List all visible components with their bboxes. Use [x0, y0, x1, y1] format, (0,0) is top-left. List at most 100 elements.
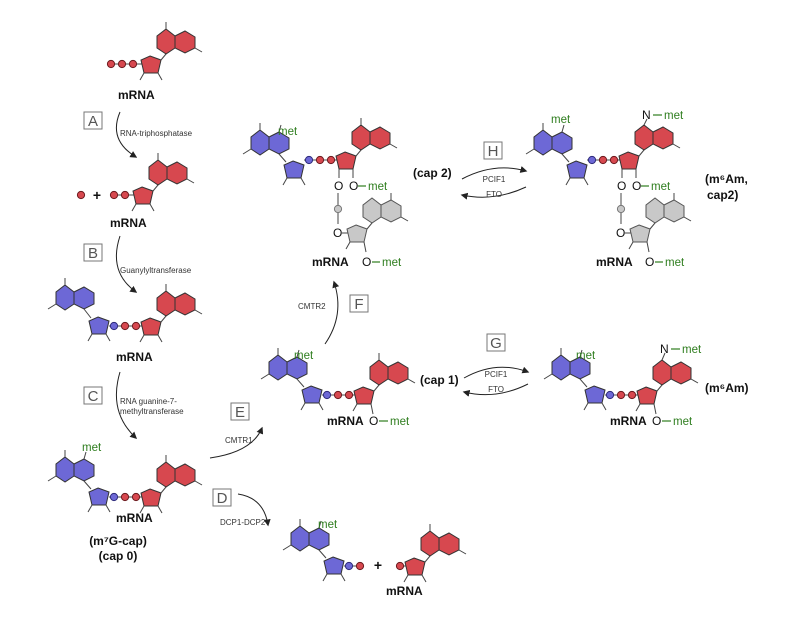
adenosine-nucleotide: [137, 22, 203, 81]
step-e-arrow: [209, 426, 264, 459]
met-label: met: [576, 350, 596, 362]
mrna-label: mRNA: [116, 511, 153, 525]
o-label: O: [349, 179, 358, 193]
m7g-nucleotide: [525, 123, 589, 186]
step-d-enzyme: DCP1-DCP2: [220, 518, 266, 527]
o-label: O: [333, 226, 342, 240]
n-label: N: [660, 342, 669, 356]
o-label: O: [645, 255, 654, 269]
step-c-label: C: [88, 388, 99, 405]
o-label: O: [334, 179, 343, 193]
triphosphate-bridge: [109, 321, 143, 331]
monophosphate-mrna: [395, 524, 467, 583]
adenosine-nucleotide: [139, 455, 203, 514]
met-label: met: [382, 257, 402, 269]
mrna-label: mRNA: [327, 414, 364, 428]
step-b-enzyme: Guanylyltransferase: [120, 266, 192, 275]
free-phosphate: [76, 190, 86, 200]
o-label: O: [617, 179, 626, 193]
m7g-nucleotide: [242, 123, 306, 186]
step-g-box: [486, 333, 506, 352]
o-label: O: [652, 414, 661, 428]
adenosine-nucleotide: [129, 153, 195, 212]
met-label: met: [673, 416, 693, 428]
step-g-label: G: [490, 335, 502, 352]
cap2-label: (cap 2): [413, 166, 452, 180]
step-g-reverse-enzyme: FTO: [488, 385, 504, 394]
mrna-diphosphate-molecule: + mRNA: [76, 153, 195, 230]
step-a-arrow: [116, 111, 138, 158]
step-b-label: B: [88, 245, 98, 262]
met-label: met: [651, 181, 671, 193]
mrna-label: mRNA: [110, 216, 147, 230]
triphosphate-bridge: [304, 155, 338, 165]
m7g-nucleotide: [543, 348, 607, 411]
step-f-enzyme: CMTR2: [298, 302, 326, 311]
mrna-label: mRNA: [116, 350, 153, 364]
step-h: H PCIF1 FTO: [460, 141, 528, 200]
cap2-molecule: met O O met O: [242, 118, 452, 269]
step-b-arrow: [115, 235, 138, 293]
decapped-products: met + mRNA: [282, 519, 467, 598]
plus-sign: +: [93, 187, 101, 203]
step-e-label: E: [235, 404, 245, 421]
step-c-enzyme-line2: methyltransferase: [120, 407, 184, 416]
mrna-label: mRNA: [596, 255, 633, 269]
step-c-enzyme-line1: RNA guanine-7-: [120, 397, 177, 406]
cap0-molecule: met mRNA (m⁷G-cap) (cap 0): [47, 442, 203, 563]
step-e-enzyme: CMTR1: [225, 436, 253, 445]
step-d: D DCP1-DCP2: [212, 488, 271, 527]
step-a-enzyme: RNA-triphosphatase: [120, 129, 193, 138]
met-label: met: [278, 126, 298, 138]
mrna-label: mRNA: [386, 584, 423, 598]
o-label: O: [362, 255, 371, 269]
step-g: G PCIF1 FTO: [462, 333, 530, 397]
m7g-nucleotide: [260, 348, 324, 411]
met-label: met: [318, 519, 338, 531]
cap1-molecule: met mRNA O met (cap 1): [260, 348, 459, 428]
m6am-cap2-molecule: met N met O O met O: [525, 108, 748, 269]
cap0-label: (cap 0): [99, 549, 138, 563]
second-nucleotide-gray: [628, 193, 692, 253]
phosphodiester-linkage: [616, 204, 626, 214]
step-h-label: H: [488, 143, 499, 160]
adenosine-nucleotide: [139, 284, 203, 343]
m6a-nucleotide: [618, 118, 681, 178]
adenosine-nucleotide: [352, 353, 416, 415]
step-g-reverse-arrow: [462, 383, 529, 397]
met-label: met: [390, 416, 410, 428]
triphosphate-bridge: [109, 492, 143, 502]
guanylated-mrna-molecule: mRNA: [47, 278, 203, 364]
step-f-box: [349, 294, 369, 313]
met-label: met: [664, 110, 684, 122]
phosphate-chain: [106, 59, 138, 69]
guanosine-nucleotide: [47, 278, 111, 342]
phosphodiester-linkage: [333, 204, 343, 214]
step-e: E CMTR1: [209, 402, 264, 459]
phosphate-chain: [109, 190, 130, 200]
step-e-box: [230, 402, 250, 421]
met-label: met: [294, 350, 314, 362]
second-nucleotide-gray: [345, 193, 409, 253]
m6a-nucleotide: [635, 352, 699, 415]
met-label: met: [82, 442, 102, 454]
met-label: met: [665, 257, 685, 269]
m7g-cap-label: (m⁷G-cap): [89, 534, 147, 548]
mrna-label: mRNA: [610, 414, 647, 428]
triphosphate-bridge: [605, 390, 639, 400]
n-label: N: [642, 108, 651, 122]
step-b-box: [83, 243, 103, 262]
step-c-arrow: [115, 371, 138, 439]
step-d-label: D: [217, 490, 228, 507]
plus-sign: +: [374, 557, 382, 573]
step-f: F CMTR2: [298, 280, 369, 345]
met-label: met: [368, 181, 388, 193]
m7gdp-product: [282, 519, 365, 582]
o-label: O: [369, 414, 378, 428]
step-d-arrow: [237, 493, 271, 527]
step-g-forward-enzyme: PCIF1: [485, 370, 508, 379]
m6am-label: (m⁶Am): [705, 381, 749, 395]
m7g-nucleotide: [47, 450, 111, 513]
m6am-cap2-label-line1: (m⁶Am,: [705, 172, 748, 186]
